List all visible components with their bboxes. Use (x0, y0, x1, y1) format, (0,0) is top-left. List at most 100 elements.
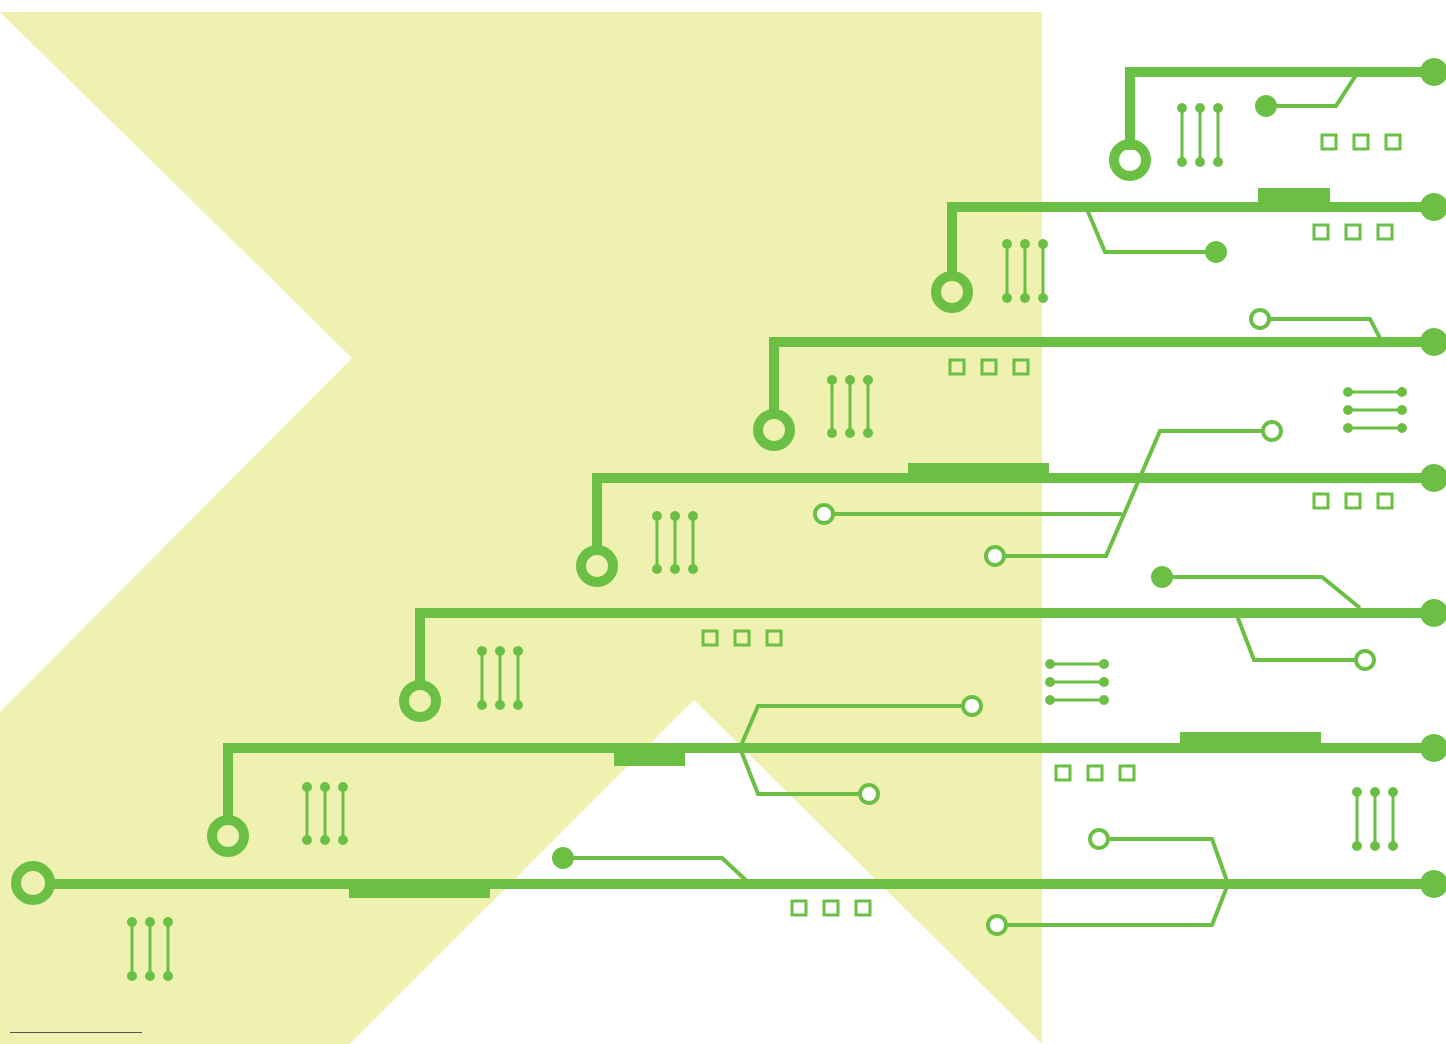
square-pad (1344, 223, 1362, 241)
terminal-node (1420, 58, 1446, 86)
via-ring (1354, 649, 1376, 671)
pin-dot (1352, 841, 1362, 851)
via-ring (1088, 828, 1110, 850)
circuit-traces (11, 58, 1446, 936)
pin-dot (1020, 239, 1030, 249)
ring-terminal (576, 545, 618, 587)
branch-trace (1266, 70, 1360, 108)
branch-trace (1008, 837, 1231, 927)
pin-dot (1045, 677, 1055, 687)
square-pad (790, 899, 808, 917)
pin-dot (127, 917, 137, 927)
pad-bar (614, 752, 685, 766)
pin-dot (338, 782, 348, 792)
pin-dot (1370, 787, 1380, 797)
terminal-node (1420, 328, 1446, 356)
via-ring (961, 695, 983, 717)
branch-trace (737, 704, 962, 796)
circuit-components (127, 103, 1407, 981)
pin-dot (1038, 239, 1048, 249)
square-pad (1086, 764, 1104, 782)
pin-dot (1388, 841, 1398, 851)
pin-dot (1397, 405, 1407, 415)
pin-dot (1038, 293, 1048, 303)
pin-dot (652, 564, 662, 574)
branch-trace (1006, 429, 1262, 558)
pin-dot (1397, 423, 1407, 433)
pin-dot (1177, 103, 1187, 113)
pin-dot (127, 971, 137, 981)
ring-terminal (11, 861, 55, 905)
pin-dot (1099, 659, 1109, 669)
ring-terminal (931, 271, 973, 313)
trace-row-6 (223, 743, 1434, 822)
pin-dot (827, 428, 837, 438)
branch-trace (1234, 612, 1354, 662)
pin-dot (1195, 103, 1205, 113)
via-dot (1205, 241, 1227, 263)
square-pad (1344, 492, 1362, 510)
pin-dot (302, 835, 312, 845)
square-pad (822, 899, 840, 917)
via-dot (552, 847, 574, 869)
pin-dot (320, 835, 330, 845)
terminal-node (1420, 193, 1446, 221)
terminal-node (1420, 870, 1446, 898)
background-panel (0, 12, 1042, 1044)
square-pad (1054, 764, 1072, 782)
square-pad (1352, 133, 1370, 151)
pin-dot (1045, 695, 1055, 705)
trace-row-3 (769, 337, 1434, 418)
ring-terminal (207, 815, 249, 857)
square-pad (948, 358, 966, 376)
square-pad (1376, 492, 1394, 510)
branch-trace (1270, 317, 1384, 343)
pin-dot (1020, 293, 1030, 303)
via-ring (1249, 308, 1271, 330)
via-dot (1151, 566, 1173, 588)
pin-dot (652, 511, 662, 521)
trace-row-4 (592, 473, 1434, 552)
pin-dot (495, 700, 505, 710)
branch-trace (1162, 575, 1362, 610)
pin-dot (302, 782, 312, 792)
pin-dot (1099, 677, 1109, 687)
pin-dot (670, 511, 680, 521)
square-pad (1384, 133, 1402, 151)
terminal-node (1420, 734, 1446, 762)
pin-dot (1343, 405, 1353, 415)
pin-dot (145, 917, 155, 927)
footer-rule (10, 1032, 142, 1033)
pin-dot (1045, 659, 1055, 669)
ring-terminal (753, 409, 795, 451)
pin-dot (1388, 787, 1398, 797)
pin-dot (1370, 841, 1380, 851)
pin-dot (477, 700, 487, 710)
pin-dot (1343, 387, 1353, 397)
terminal-node (1420, 464, 1446, 492)
via-ring (986, 914, 1008, 936)
trace-row-1 (1125, 67, 1434, 150)
pin-dot (145, 971, 155, 981)
pin-dot (1002, 239, 1012, 249)
pin-dot (827, 375, 837, 385)
pin-dot (845, 375, 855, 385)
pin-dot (513, 700, 523, 710)
pin-dot (1002, 293, 1012, 303)
branch-trace (1084, 206, 1216, 254)
pin-dot (1352, 787, 1362, 797)
pin-dot (320, 782, 330, 792)
pin-dot (513, 646, 523, 656)
pad-bar (1180, 732, 1321, 746)
square-pad (1118, 764, 1136, 782)
pin-dot (163, 971, 173, 981)
pin-dot (863, 375, 873, 385)
pin-dot (1213, 103, 1223, 113)
pad-bar (908, 463, 1049, 477)
square-pad (1312, 223, 1330, 241)
via-ring (858, 783, 880, 805)
pad-bar (1258, 188, 1330, 202)
pin-dot (1397, 387, 1407, 397)
trace-row-5 (415, 608, 1434, 688)
